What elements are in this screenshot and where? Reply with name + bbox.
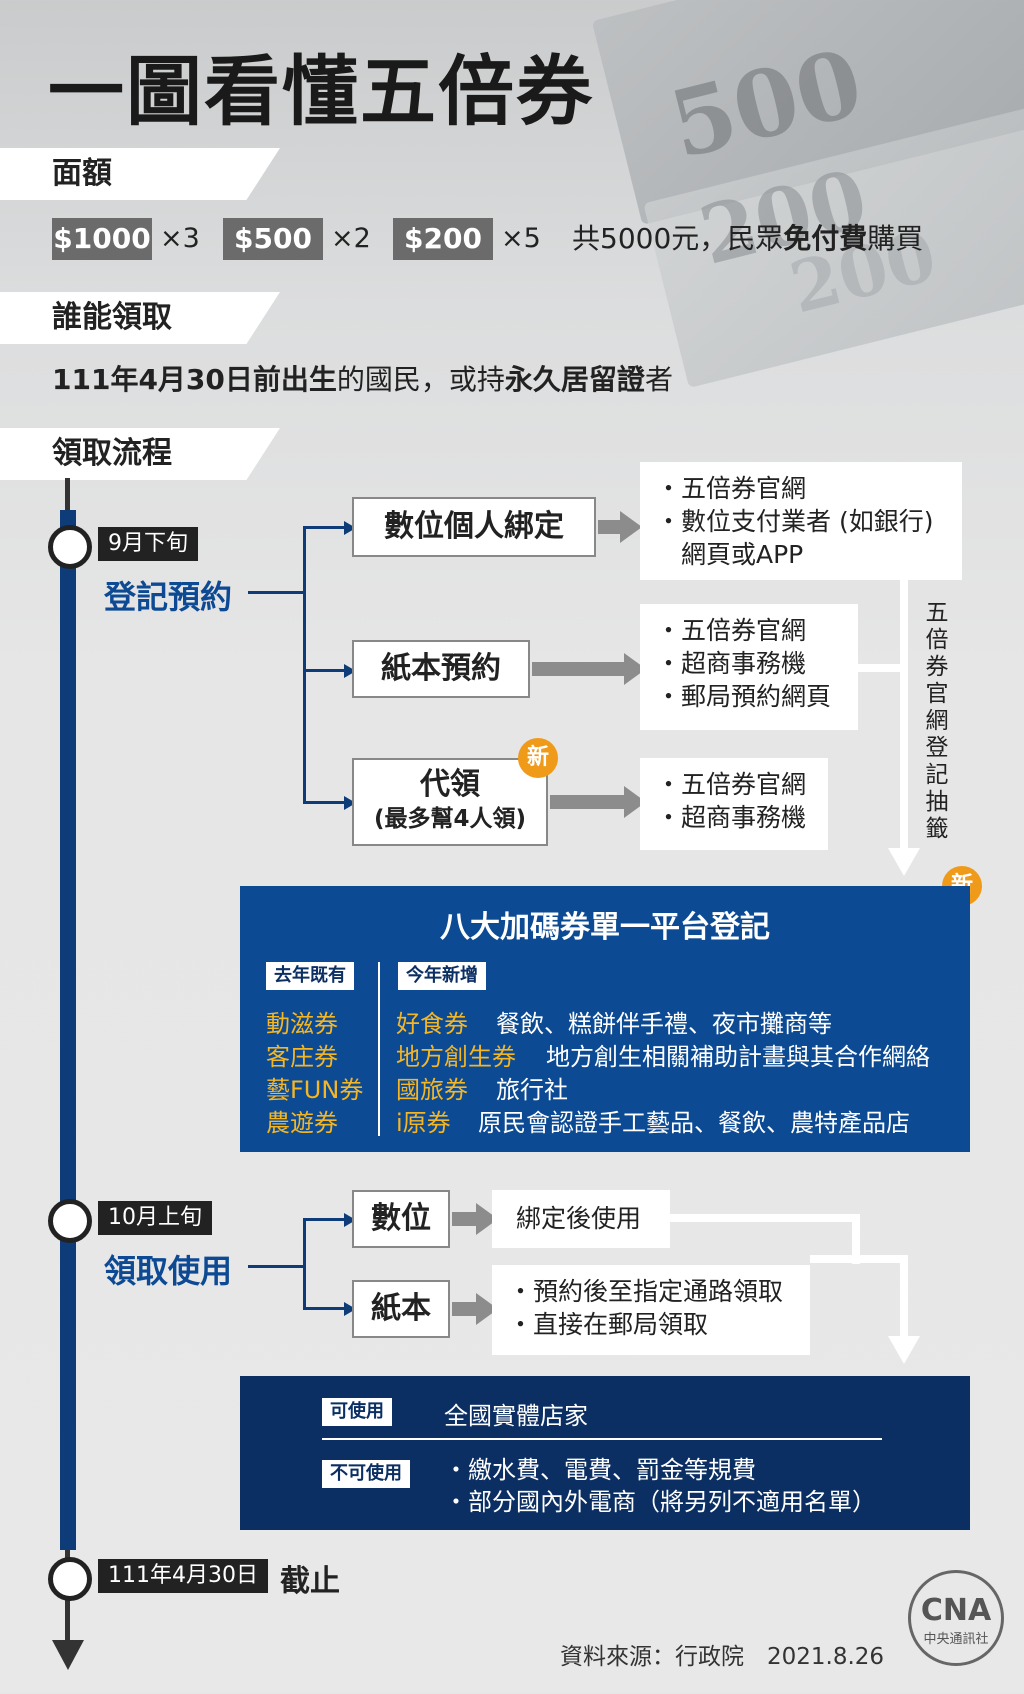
bonus-voucher-panel: 八大加碼券單一平台登記 去年既有 今年新增 動滋券 客庄券 藝FUN券 農遊券 … [240, 886, 970, 1152]
date-tag-end: 111年4月30日 [98, 1559, 268, 1593]
flow-line [852, 1214, 860, 1264]
divider [378, 962, 380, 1136]
disallowed-item: ・繳水費、電費、罰金等規費 [444, 1456, 756, 1484]
new-badge: 新 [518, 738, 558, 778]
flow-line [810, 1255, 858, 1263]
flow-arrow-icon [888, 848, 920, 876]
connector-line [303, 1307, 349, 1310]
flow-line [668, 1214, 858, 1222]
allowed-tag: 可使用 [322, 1398, 392, 1426]
chip-200: $200 [393, 218, 493, 260]
flow-line [858, 664, 906, 672]
option-digital-binding: 數位個人綁定 [352, 497, 596, 557]
timeline-tail [65, 1550, 70, 1660]
new-voucher-name: 地方創生券 [396, 1043, 516, 1071]
new-voucher-desc: 地方創生相關補助計畫與其合作網絡 [546, 1043, 930, 1071]
logo-mark: CNA [920, 1593, 992, 1628]
digital-usage: 綁定後使用 [492, 1190, 670, 1248]
option-proxy-sub: (最多幫4人領) [373, 806, 527, 832]
timeline-node-collect [48, 1199, 92, 1243]
existing-tag: 去年既有 [266, 962, 354, 990]
paper-reservation-channels: ・五倍券官網 ・超商事務機 ・郵局預約網頁 [640, 604, 858, 730]
timeline-node-end [48, 1557, 92, 1601]
cna-logo: CNA 中央通訊社 [908, 1570, 1004, 1666]
connector-line [303, 526, 349, 529]
section-denomination: 面額 [0, 148, 280, 200]
arrow-right-icon [532, 653, 646, 685]
logo-name: 中央通訊社 [923, 1632, 989, 1647]
chip-500: $500 [223, 218, 323, 260]
connector-line [303, 526, 306, 804]
timeline-bar [60, 510, 76, 1550]
arrow-right-icon [452, 1203, 498, 1235]
disallowed-tag: 不可使用 [322, 1460, 410, 1488]
new-voucher-name: 國旅券 [396, 1076, 468, 1104]
existing-voucher: 藝FUN券 [266, 1076, 364, 1104]
connector-line [303, 669, 349, 672]
new-voucher-desc: 餐飲、糕餅伴手禮、夜市攤商等 [496, 1010, 832, 1038]
connector-line [303, 1218, 349, 1221]
lottery-note: 五倍券官網登記抽籤 [925, 600, 949, 842]
count-500: ×2 [331, 223, 371, 254]
count-1000: ×3 [160, 223, 200, 254]
new-voucher-name: i原券 [396, 1109, 451, 1137]
option-proxy-label: 代領 [420, 767, 480, 802]
existing-voucher: 農遊券 [266, 1109, 338, 1137]
connector-line [248, 1265, 304, 1268]
digital-binding-channels: ・五倍券官網 ・數位支付業者 (如銀行) 網頁或APP [640, 462, 962, 580]
new-voucher-name: 好食券 [396, 1010, 468, 1038]
proxy-channels: ・五倍券官網 ・超商事務機 [640, 758, 828, 850]
page-title: 一圖看懂五倍券 [48, 47, 594, 136]
end-label: 截止 [280, 1564, 340, 1599]
timeline-arrow-icon [52, 1640, 84, 1670]
allowed-text: 全國實體店家 [444, 1402, 588, 1430]
total-text: 共5000元，民眾免付費購買 [572, 222, 924, 255]
paper-collection-channels: ・預約後至指定通路領取 ・直接在郵局領取 [492, 1265, 810, 1355]
new-voucher-desc: 原民會認證手工藝品、餐飲、農特產品店 [478, 1109, 910, 1137]
arrow-right-icon [598, 511, 642, 543]
arrow-right-icon [452, 1293, 498, 1325]
timeline-stem [65, 478, 70, 516]
date-tag-collect: 10月上旬 [98, 1201, 212, 1235]
connector-line [303, 1218, 306, 1310]
option-paper-reservation: 紙本預約 [352, 640, 530, 698]
flow-arrow-icon [888, 1336, 920, 1364]
section-eligibility: 誰能領取 [0, 292, 280, 344]
timeline-node-register [48, 525, 92, 569]
existing-voucher: 動滋券 [266, 1010, 338, 1038]
existing-voucher: 客庄券 [266, 1043, 338, 1071]
date-tag-register: 9月下旬 [98, 527, 198, 561]
divider [322, 1438, 882, 1440]
connector-line [303, 801, 349, 804]
option-digital: 數位 [352, 1190, 450, 1248]
arrow-right-icon [550, 786, 646, 818]
phase-collect-label: 領取使用 [104, 1252, 233, 1290]
count-200: ×5 [501, 223, 541, 254]
flow-line [900, 1255, 908, 1339]
source-text: 資料來源：行政院 2021.8.26 [560, 1644, 885, 1670]
usage-panel: 可使用 全國實體店家 不可使用 ・繳水費、電費、罰金等規費 ・部分國內外電商（將… [240, 1376, 970, 1530]
connector-line [248, 591, 304, 594]
option-proxy: 代領 (最多幫4人領) [352, 758, 548, 846]
eligibility-text: 111年4月30日前出生的國民，或持永久居留證者 [52, 363, 673, 396]
section-process: 領取流程 [0, 428, 280, 480]
new-tag: 今年新增 [398, 962, 486, 990]
new-voucher-desc: 旅行社 [496, 1076, 568, 1104]
bonus-panel-title: 八大加碼券單一平台登記 [440, 910, 770, 945]
option-paper: 紙本 [352, 1280, 450, 1338]
flow-line [900, 580, 908, 850]
disallowed-item: ・部分國內外電商（將另列不適用名單） [444, 1488, 876, 1516]
flow-line [856, 1255, 906, 1263]
phase-register-label: 登記預約 [104, 578, 233, 616]
chip-1000: $1000 [52, 218, 152, 260]
